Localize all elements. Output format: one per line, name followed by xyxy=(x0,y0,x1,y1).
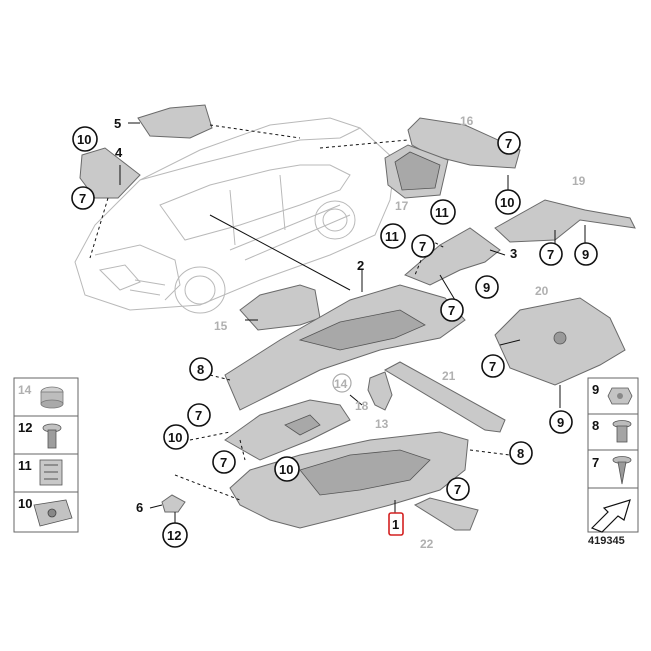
part-20-rear-panel xyxy=(494,297,626,386)
callout-7-b: 7 xyxy=(505,136,512,151)
callout-22: 22 xyxy=(420,537,434,551)
callout-10-a: 10 xyxy=(77,132,91,147)
legend-right-label-7: 7 xyxy=(592,455,599,470)
callout-2: 2 xyxy=(357,258,364,273)
callout-7-frame-g xyxy=(187,403,211,427)
callout-7-frame-i xyxy=(446,477,470,501)
part-2-underbody-panel xyxy=(224,284,466,411)
callout-9-a: 9 xyxy=(582,247,589,262)
part-6-clip xyxy=(161,494,186,513)
diagram-id: 419345 xyxy=(588,535,625,547)
callout-7-frame-f xyxy=(481,354,505,378)
legend-left-label-14: 14 xyxy=(18,383,32,397)
legend-left-label-11: 11 xyxy=(18,458,32,473)
callout-7-frame-b xyxy=(497,131,521,155)
callout-16: 16 xyxy=(460,114,474,128)
legend-right-label-9: 9 xyxy=(592,382,599,397)
callout-1-frame xyxy=(388,512,404,536)
part-4-front-shield xyxy=(79,147,141,199)
callout-15: 15 xyxy=(214,319,228,333)
circled-callouts: 10 7 7 10 11 11 7 7 9 9 7 7 9 8 7 10 7 xyxy=(71,126,598,548)
callout-7-e: 7 xyxy=(448,303,455,318)
callout-14: 14 xyxy=(334,377,348,391)
callout-10-frame-b xyxy=(495,189,521,215)
callout-5: 5 xyxy=(114,116,121,131)
car-outline xyxy=(74,117,396,314)
callout-20: 20 xyxy=(535,284,549,298)
expanding-rivet-icon xyxy=(612,420,632,443)
legend-right-fasteners: 9 8 7 xyxy=(587,377,639,533)
callout-14-frame xyxy=(332,373,352,393)
callout-7-d: 7 xyxy=(547,247,554,262)
legend-left-label-10: 10 xyxy=(18,496,32,511)
callout-7-frame-a xyxy=(71,186,95,210)
callout-8-a: 8 xyxy=(197,362,204,377)
part-19-bracket xyxy=(494,199,636,243)
callout-7-frame-h xyxy=(212,450,236,474)
callout-10-d: 10 xyxy=(279,462,293,477)
part-15-panel xyxy=(239,284,321,331)
callout-11-b: 11 xyxy=(385,229,399,244)
callout-7-g: 7 xyxy=(195,408,202,423)
direction-arrow-icon xyxy=(590,499,631,533)
part-13-bracket xyxy=(367,371,393,411)
part-22-plate xyxy=(413,497,479,531)
callout-10-frame-c xyxy=(163,424,189,450)
callout-9-frame-c xyxy=(549,410,573,434)
callout-9-b: 9 xyxy=(483,280,490,295)
legend-right-cell-8 xyxy=(587,413,639,451)
clip-nut-icon xyxy=(39,459,63,486)
callout-9-frame-a xyxy=(574,242,598,266)
legend-right-cell-7 xyxy=(587,449,639,489)
callout-7-h: 7 xyxy=(220,455,227,470)
callout-17: 17 xyxy=(395,199,409,213)
callout-7-frame-e xyxy=(440,298,464,322)
part-3-side-bracket xyxy=(404,227,501,286)
sheet-screw-icon xyxy=(612,456,632,485)
callout-7-f: 7 xyxy=(489,359,496,374)
callout-10-frame-a xyxy=(72,126,98,152)
part-5-top-cover xyxy=(137,104,213,139)
callout-1: 1 xyxy=(392,517,399,532)
push-cap-icon xyxy=(40,386,64,409)
part-18-middle-panel xyxy=(224,399,351,461)
callout-7-frame-c xyxy=(411,234,435,258)
callout-7-c: 7 xyxy=(419,239,426,254)
callout-3: 3 xyxy=(510,246,517,261)
screw-icon xyxy=(42,423,62,449)
callout-11-frame-b xyxy=(380,223,406,249)
callout-12-frame xyxy=(162,522,188,548)
callout-6: 6 xyxy=(136,500,143,515)
speed-nut-icon xyxy=(33,499,73,527)
callout-9-c: 9 xyxy=(557,415,564,430)
part-21-strip xyxy=(383,361,506,433)
callout-7-a: 7 xyxy=(79,191,86,206)
legend-left-label-12: 12 xyxy=(18,420,32,435)
part-17-tray xyxy=(384,144,449,199)
callout-9-frame-b xyxy=(475,275,499,299)
callout-8-b: 8 xyxy=(517,446,524,461)
callout-18: 18 xyxy=(355,399,369,413)
callout-11-a: 11 xyxy=(435,205,449,220)
callout-8-frame-a xyxy=(189,357,213,381)
callout-7-frame-d xyxy=(539,242,563,266)
callout-4: 4 xyxy=(115,145,123,160)
callout-10-b: 10 xyxy=(500,195,514,210)
hex-nut-icon xyxy=(607,387,633,405)
callout-13: 13 xyxy=(375,417,389,431)
legend-left-fasteners: 14 12 11 10 xyxy=(13,377,79,533)
callout-7-i: 7 xyxy=(454,482,461,497)
legend-right-label-8: 8 xyxy=(592,418,599,433)
callout-10-c: 10 xyxy=(168,430,182,445)
callout-10-frame-d xyxy=(274,456,300,482)
callout-19: 19 xyxy=(572,174,586,188)
callout-11-frame-a xyxy=(430,199,456,225)
callout-12: 12 xyxy=(167,528,181,543)
callout-21: 21 xyxy=(442,369,456,383)
callout-8-frame-b xyxy=(509,441,533,465)
